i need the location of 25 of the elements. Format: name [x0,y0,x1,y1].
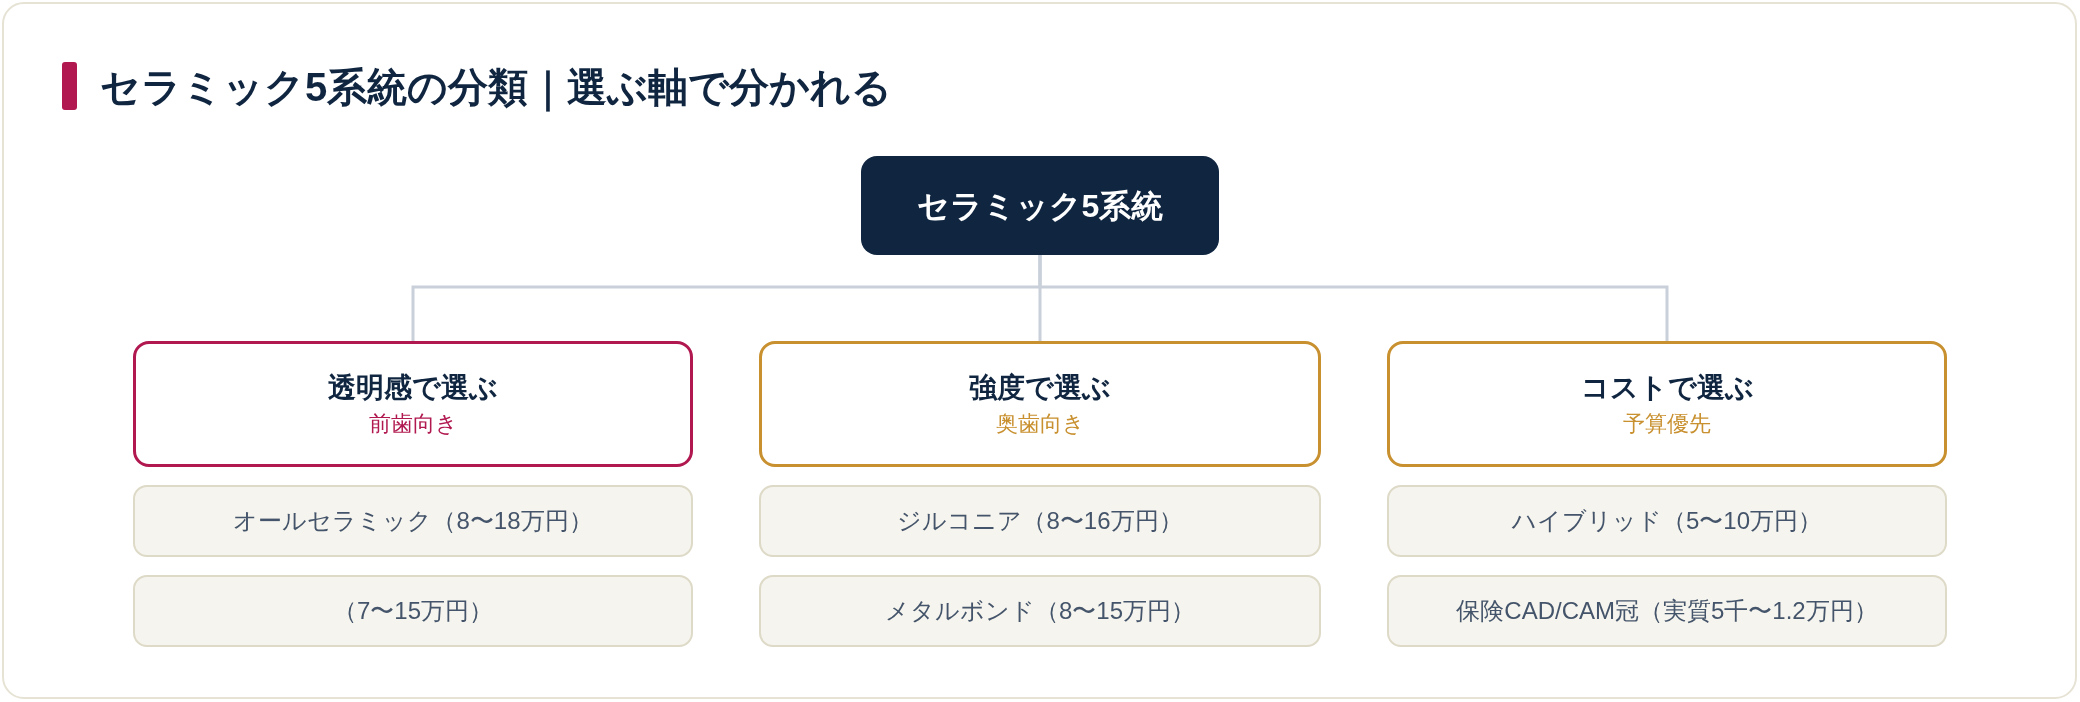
category-heading: 強度で選ぶ [969,371,1111,405]
root-box [861,156,1219,255]
category-heading: コストで選ぶ [1580,371,1754,405]
category-box [1387,341,1947,467]
option-label: オールセラミック（8〜18万円） [233,506,593,536]
option-label: メタルボンド（8〜15万円） [884,596,1195,626]
category-subtitle: 前歯向き [368,410,458,438]
option-box [133,485,693,557]
category-subtitle: 予算優先 [1623,410,1711,438]
option-label: 保険CAD/CAM冠（実質5千〜1.2万円） [1456,596,1878,626]
option-box [133,575,693,647]
option-label: （7〜15万円） [332,596,493,626]
option-box [759,485,1321,557]
connector-line [1038,255,1669,341]
category-box [759,341,1321,467]
category-box [133,341,693,467]
option-label: ハイブリッド（5〜10万円） [1511,506,1822,536]
option-box [759,575,1321,647]
category-subtitle: 奥歯向き [995,410,1085,438]
category-heading: 透明感で選ぶ [328,371,498,405]
option-box [1387,575,1947,647]
root-label: セラミック5系統 [916,186,1164,226]
option-label: ジルコニア（8〜16万円） [897,506,1183,536]
diagram-title: セラミック5系統の分類｜選ぶ軸で分かれる [100,62,893,112]
option-box [1387,485,1947,557]
